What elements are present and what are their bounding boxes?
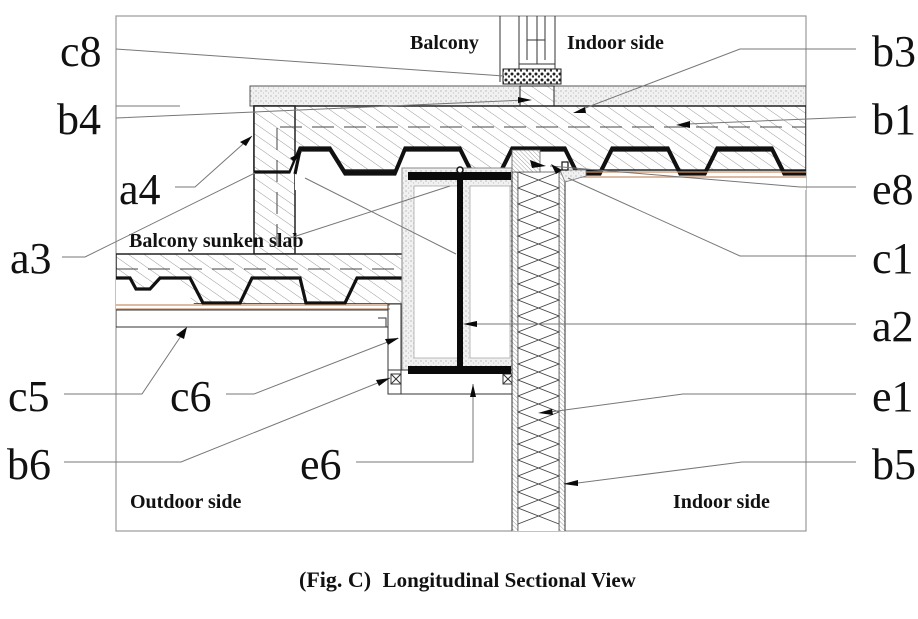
arrow-e6 [470, 384, 476, 397]
callout-b1: b1 [872, 95, 916, 144]
callout-e8: e8 [872, 165, 914, 214]
steel-deck-upper-line [293, 148, 806, 176]
leader-c6 [226, 337, 399, 395]
balcony-soffit-ceiling [116, 309, 389, 328]
callout-a3: a3 [10, 234, 52, 283]
callout-b4: b4 [57, 95, 101, 144]
label-balcony: Balcony [410, 32, 479, 54]
arrow-b6 [376, 378, 390, 386]
arrow-b4 [518, 97, 532, 103]
arrow-a4 [240, 136, 252, 146]
shear-stud [456, 166, 464, 174]
leader-a3 [62, 172, 256, 258]
leader-arrowheads [176, 97, 690, 486]
callout-b6: b6 [7, 440, 51, 489]
callout-e6: e6 [300, 440, 342, 489]
label-indoor-side-bottom: Indoor side [673, 491, 770, 513]
ceiling-hanger [378, 317, 387, 327]
threshold-block [519, 85, 555, 107]
door-frame [499, 16, 556, 82]
trim-clip [561, 161, 569, 171]
callout-b5: b5 [872, 440, 916, 489]
arrow-e1 [538, 409, 553, 415]
wall-board-inner [558, 171, 566, 531]
beam-cavity [413, 185, 459, 359]
leader-b3 [579, 48, 856, 111]
figure-caption-prefix: (Fig. C) [299, 567, 371, 592]
leader-e6 [356, 384, 474, 463]
insulation-zigzag-2 [516, 171, 561, 525]
wall-board-outer [511, 171, 519, 531]
corner-stud-left [390, 373, 402, 385]
arrow-b3 [573, 107, 586, 113]
wall-insulation [517, 171, 560, 531]
arrow-c5 [176, 327, 187, 339]
leader-c1 [567, 177, 856, 257]
fire-stop-sealant [511, 149, 541, 173]
insulation-pattern [516, 171, 561, 525]
arrow-a3 [290, 152, 302, 162]
label-indoor-side-top: Indoor side [567, 32, 664, 54]
leader-b5 [569, 461, 856, 485]
callout-labels-right: b3 b1 e8 c1 a2 e1 b5 [872, 27, 916, 489]
callout-c1: c1 [872, 234, 914, 283]
arrow-b1 [676, 121, 690, 128]
arrow-c6 [385, 338, 399, 345]
leader-a3-b [289, 185, 451, 239]
arrow-b5 [563, 480, 578, 486]
leader-c8 [115, 48, 505, 77]
leader-b4 [115, 99, 526, 119]
leader-b6 [64, 377, 391, 463]
callout-c6: c6 [170, 372, 212, 421]
leader-a4 [175, 135, 253, 188]
leader-e1 [549, 393, 856, 413]
steel-h-beam [408, 172, 511, 374]
ceiling-trim-angle [559, 169, 587, 183]
beam-cavity-right [469, 185, 511, 359]
callout-c8: c8 [60, 27, 102, 76]
arrow-c1 [551, 164, 562, 174]
callout-e1: e1 [872, 372, 914, 421]
leader-c5 [64, 329, 186, 395]
leader-e8 [549, 165, 856, 188]
construction-line [304, 177, 457, 255]
callout-c5: c5 [8, 372, 50, 421]
arrow-e8 [530, 160, 546, 168]
steel-deck-lower [116, 276, 456, 305]
callout-b3: b3 [872, 27, 916, 76]
figure-caption: (Fig. C) Longitudinal Sectional View [299, 567, 637, 592]
figure-caption-title: Longitudinal Sectional View [383, 568, 637, 592]
label-balcony-sunken-slab: Balcony sunken slab [129, 230, 304, 252]
leader-lines [62, 48, 857, 485]
callout-labels-left: c8 b4 a4 a3 c5 c6 b6 e6 [7, 27, 342, 489]
insulation-zigzag-1 [516, 171, 561, 525]
label-outdoor-side: Outdoor side [130, 491, 241, 513]
door-sill-threshold [502, 68, 562, 85]
leader-b1 [687, 116, 857, 125]
arrow-a2 [463, 321, 477, 327]
callout-a2: a2 [872, 302, 914, 351]
callout-a4: a4 [119, 165, 161, 214]
